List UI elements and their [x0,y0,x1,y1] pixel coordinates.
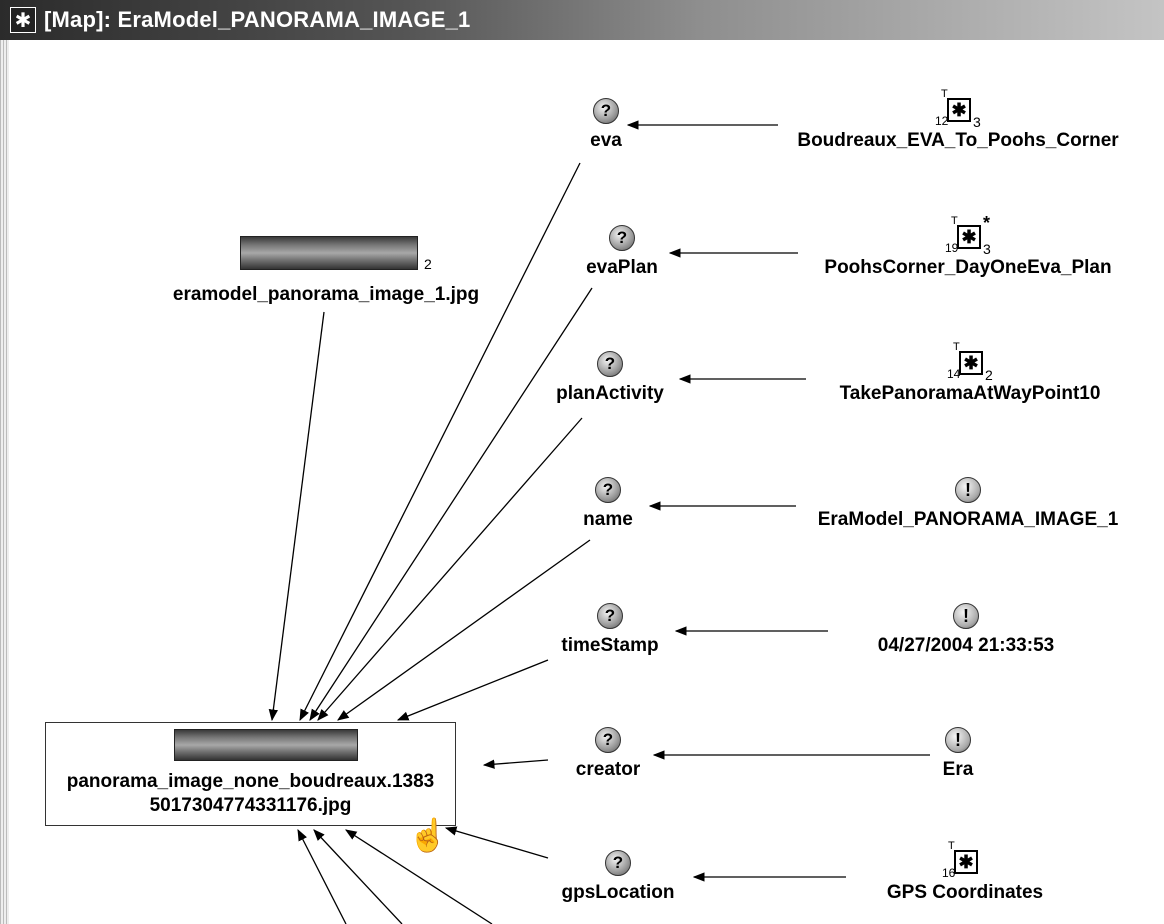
edge-below-3 [345,829,493,924]
instance-id: 19 [945,241,959,255]
slot-name-creator[interactable]: creator [575,759,641,780]
instance-id: 12 [935,114,949,128]
selected-node-label-line2: 5017304774331176.jpg [149,795,352,816]
instance-box: ✱ [957,225,981,249]
instance-box: ✱ [954,850,978,874]
slot-value-timestamp[interactable]: 04/27/2004 21:33:53 [877,635,1055,656]
edge-creator-node [482,759,549,769]
slot-name-name[interactable]: name [583,509,633,530]
instance-box: ✱ [959,351,983,375]
instance-box: ✱ [947,98,971,122]
unknown-slot-icon: ? [597,603,623,629]
slot-name-eva[interactable]: eva [590,130,622,151]
instance-icon[interactable]: T✱14 2 [947,341,993,383]
slot-value-creator[interactable]: Era [942,759,974,780]
literal-value-icon: ! [955,477,981,503]
edge-eva-node [299,162,581,722]
unknown-slot-icon: ? [597,351,623,377]
edge-below-1 [297,828,347,924]
window-border [0,40,9,924]
instance-count: 2 [985,367,993,383]
instance-icon[interactable]: T✱16 [942,840,982,880]
edge-name-node [337,539,591,721]
slot-value-planactivity[interactable]: TakePanoramaAtWayPoint10 [839,383,1101,404]
slot-name-evaplan[interactable]: evaPlan [586,257,658,278]
selected-node[interactable]: panorama_image_none_boudreaux.1383 50173… [45,722,456,826]
unknown-slot-icon: ? [595,477,621,503]
type-marker: T [948,840,955,852]
image-thumbnail[interactable] [240,236,418,270]
slot-name-timestamp[interactable]: timeStamp [561,635,659,656]
type-marker: T [951,215,958,227]
image-node-label[interactable]: eramodel_panorama_image_1.jpg [172,284,480,305]
slot-name-gpslocation[interactable]: gpsLocation [561,882,675,903]
slot-value-gpslocation[interactable]: GPS Coordinates [886,882,1044,903]
type-marker: T [953,341,960,353]
slot-value-eva[interactable]: Boudreaux_EVA_To_Poohs_Corner [797,130,1119,151]
literal-value-icon: ! [953,603,979,629]
edge-image-node [268,311,325,722]
slot-value-evaplan[interactable]: PoohsCorner_DayOneEva_Plan [824,257,1112,278]
type-marker: T [941,88,948,100]
modified-star-icon: * [983,213,991,233]
hand-cursor-icon: ☝ [408,817,448,853]
unknown-slot-icon: ? [595,727,621,753]
instance-icon[interactable]: T✱19 3 * [945,213,991,257]
window-titlebar[interactable]: ✱ [Map]: EraModel_PANORAMA_IMAGE_1 [0,0,1164,40]
instance-id: 14 [947,367,961,381]
slot-value-name[interactable]: EraModel_PANORAMA_IMAGE_1 [817,509,1119,530]
window-title: [Map]: EraModel_PANORAMA_IMAGE_1 [44,7,471,32]
edge-timestamp-node [396,659,549,721]
selected-node-thumbnail [174,729,358,761]
instance-id: 16 [942,866,956,880]
instance-count: 3 [973,114,981,130]
selected-node-label-line1: panorama_image_none_boudreaux.1383 [66,771,435,792]
literal-value-icon: ! [945,727,971,753]
image-node-count: 2 [424,256,432,272]
edge-planactivity-node [317,417,583,721]
instance-icon[interactable]: T✱12 3 [935,88,981,130]
unknown-slot-icon: ? [593,98,619,124]
instance-count: 3 [983,241,991,257]
edge-below-2 [313,829,403,924]
edge-gps-node [444,826,549,859]
asterisk-box-icon: ✱ [10,7,36,33]
unknown-slot-icon: ? [609,225,635,251]
unknown-slot-icon: ? [605,850,631,876]
edge-evaplan-node [309,287,593,721]
slot-name-planactivity[interactable]: planActivity [556,383,664,404]
